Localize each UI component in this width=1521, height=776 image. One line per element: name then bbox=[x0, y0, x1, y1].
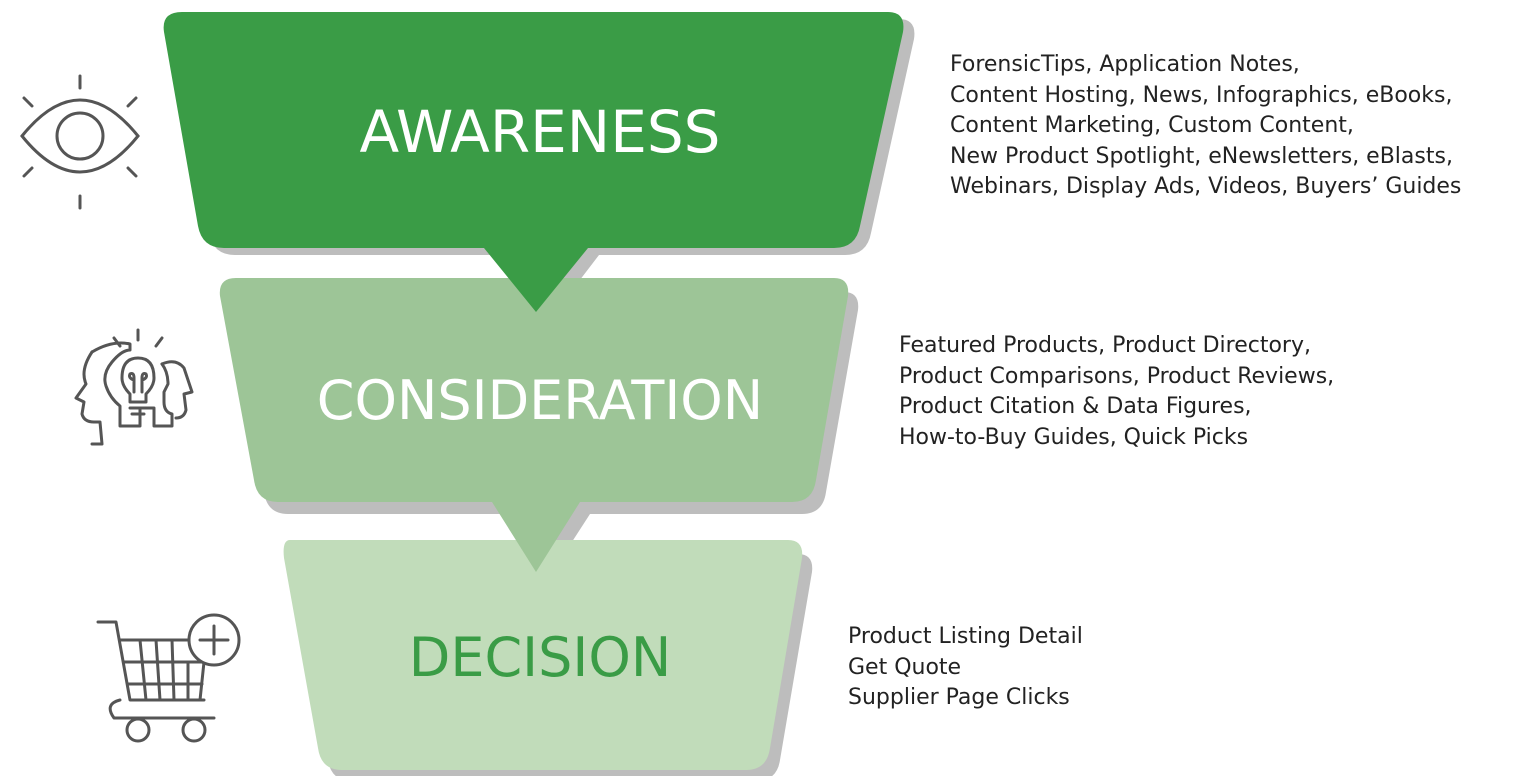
consideration-item: Product Comparisons, Product Reviews, bbox=[899, 363, 1335, 389]
lightbulb-head-icon bbox=[74, 328, 194, 446]
awareness-item: Content Hosting, News, Infographics, eBo… bbox=[950, 82, 1453, 108]
awareness-title: AWARENESS bbox=[359, 98, 721, 166]
awareness-description: ForensicTips, Application Notes, Content… bbox=[950, 50, 1461, 203]
eye-icon bbox=[20, 74, 140, 210]
decision-item: Product Listing Detail bbox=[848, 624, 1083, 649]
consideration-description: Featured Products, Product Directory, Pr… bbox=[899, 331, 1334, 453]
consideration-shape bbox=[219, 278, 849, 572]
shopping-cart-add-icon bbox=[96, 613, 241, 743]
decision-shape bbox=[283, 540, 803, 770]
consideration-item: How-to-Buy Guides, Quick Picks bbox=[899, 424, 1249, 450]
decision-title: DECISION bbox=[408, 626, 672, 689]
consideration-title: CONSIDERATION bbox=[316, 369, 764, 432]
decision-description: Product Listing Detail Get Quote Supplie… bbox=[848, 622, 1083, 714]
awareness-item: New Product Spotlight, eNewsletters, eBl… bbox=[950, 143, 1453, 169]
awareness-shape bbox=[163, 12, 904, 312]
consideration-item: Featured Products, Product Directory, bbox=[899, 333, 1311, 358]
decision-item: Get Quote bbox=[848, 654, 962, 680]
awareness-item: ForensicTips, Application Notes, bbox=[950, 52, 1300, 77]
awareness-item: Webinars, Display Ads, Videos, Buyers’ G… bbox=[950, 174, 1462, 199]
awareness-item: Content Marketing, Custom Content, bbox=[950, 113, 1354, 138]
decision-item: Supplier Page Clicks bbox=[848, 685, 1070, 710]
consideration-item: Product Citation & Data Figures, bbox=[899, 394, 1252, 419]
